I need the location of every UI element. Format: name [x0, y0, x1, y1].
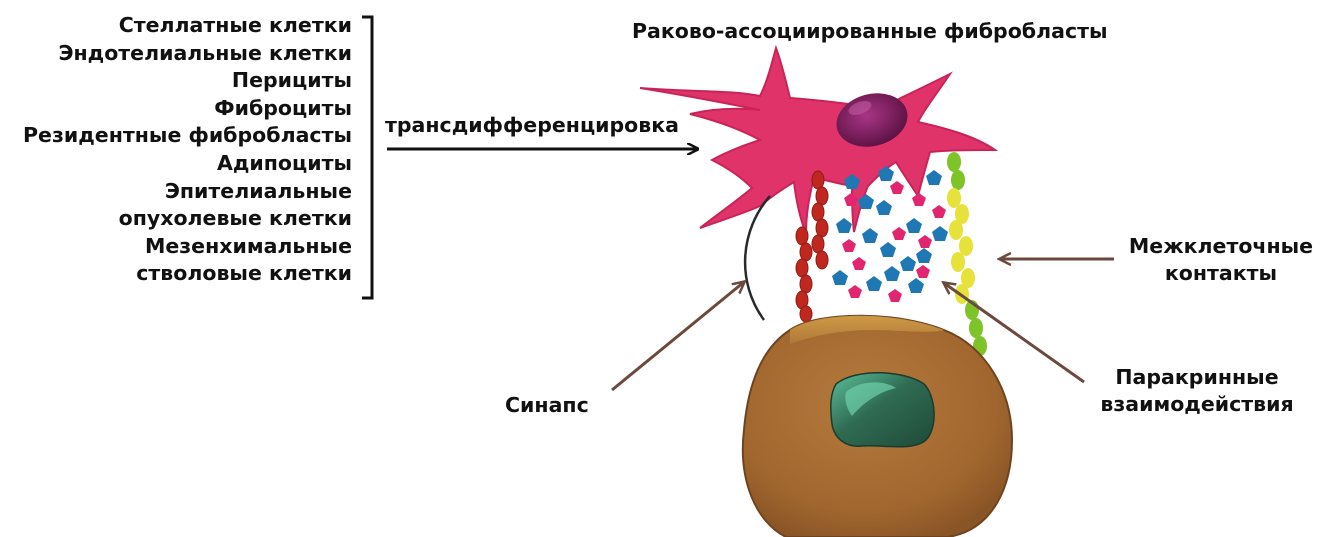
diagram-title: Раково-ассоциированные фибробласты: [632, 18, 1152, 45]
contacts-label-line2: контакты: [1126, 260, 1316, 287]
contacts-label: Межклеточные контакты: [1126, 233, 1316, 287]
synapse-pointer-arrow: [612, 282, 744, 390]
paracrine-molecules: [832, 166, 948, 302]
synapse-arc: [745, 196, 770, 320]
junction-chain: [947, 152, 987, 356]
paracrine-label: Паракринные взаимодействия: [1092, 364, 1302, 418]
transdifferentiation-label: трансдифференцировка: [385, 112, 679, 139]
synapse-label: Синапс: [505, 392, 589, 419]
source-bracket: [362, 17, 372, 298]
paracrine-label-line1: Паракринные: [1092, 364, 1302, 391]
tumor-cell: [743, 316, 1012, 537]
contacts-label-line1: Межклеточные: [1126, 233, 1316, 260]
paracrine-label-line2: взаимодействия: [1092, 391, 1302, 418]
